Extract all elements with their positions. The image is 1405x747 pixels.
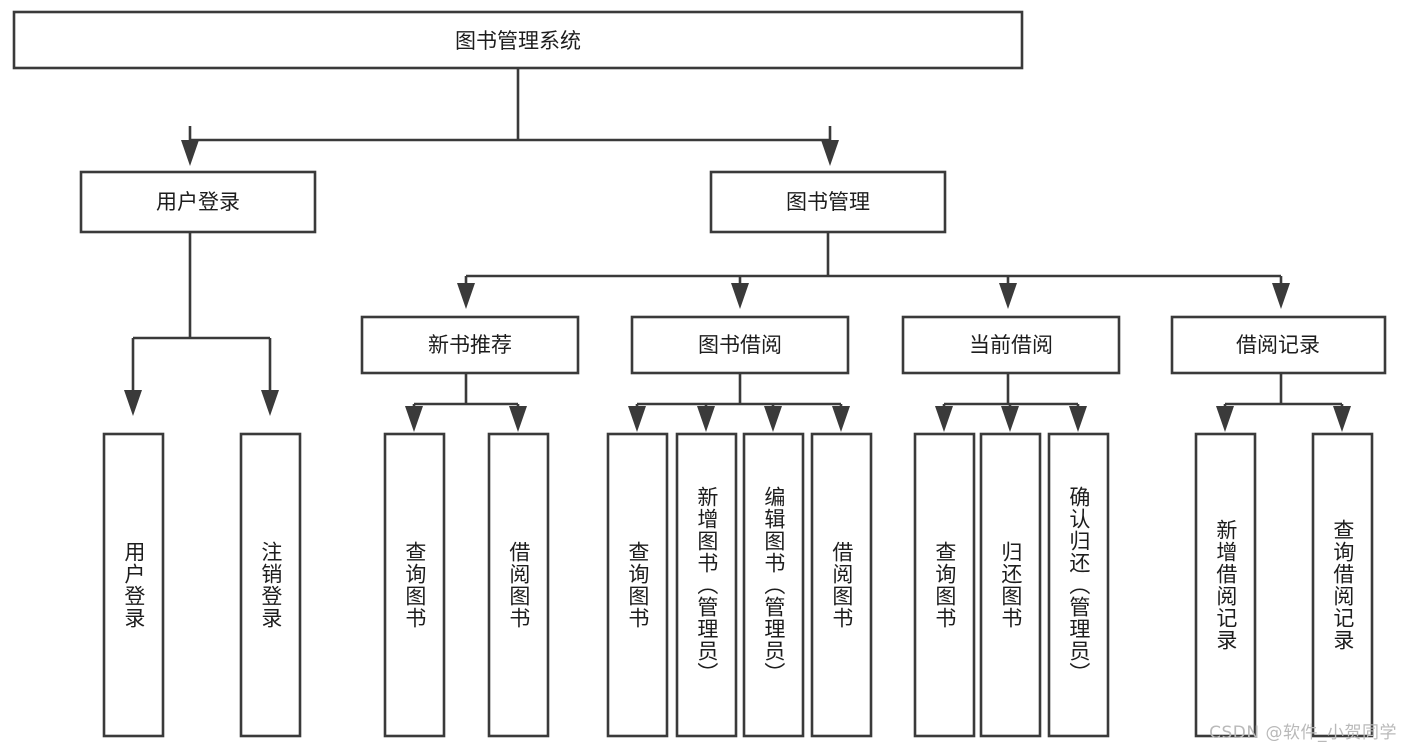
leaf-new-book-borrow[interactable] [487,432,550,738]
leaf-book-borrow-borrow[interactable] [810,432,873,738]
leaf-book-borrow-add[interactable] [675,432,738,738]
arrowhead-icon [628,406,646,432]
leaf-current-borrow-confirm[interactable] [1047,432,1110,738]
leaf-book-borrow-query[interactable] [606,432,669,738]
arrowhead-icon [731,283,749,309]
node-borrow-record[interactable]: 借阅记录 [1170,315,1387,375]
arrowhead-icon [124,390,142,416]
node-new-book-recommend-label: 新书推荐 [428,333,512,357]
arrowhead-icon [1272,283,1290,309]
leaf-book-borrow-edit[interactable] [742,432,805,738]
node-user-login-label: 用户登录 [156,190,240,214]
leaf-user-login-logout[interactable] [239,432,302,738]
leaf-borrow-record-add[interactable] [1194,432,1257,738]
connector-bookborrow-to-leaves [628,372,850,432]
node-current-borrow[interactable]: 当前借阅 [901,315,1121,375]
node-user-login[interactable]: 用户登录 [79,170,317,234]
connector-bookmgmt-to-level2 [457,232,1290,309]
node-root-label: 图书管理系统 [455,29,581,53]
node-book-management-label: 图书管理 [786,190,870,214]
connector-currentborrow-to-leaves [935,372,1087,432]
arrowhead-icon [999,283,1017,309]
node-new-book-recommend[interactable]: 新书推荐 [360,315,580,375]
leaf-new-book-query[interactable] [383,432,446,738]
arrowhead-icon [1001,406,1019,432]
node-root[interactable]: 图书管理系统 [12,10,1024,70]
arrowhead-icon [764,406,782,432]
leaf-current-borrow-query[interactable] [913,432,976,738]
connector-borrowrecord-to-leaves [1216,372,1351,432]
node-current-borrow-label: 当前借阅 [969,333,1053,357]
leaf-current-borrow-return[interactable] [979,432,1042,738]
connector-root-to-level1 [181,68,839,166]
arrowhead-icon [935,406,953,432]
arrowhead-icon [697,406,715,432]
connector-userlogin-to-leaves [124,232,279,416]
arrowhead-icon [405,406,423,432]
watermark: CSDN @软件_小贺同学 [1209,723,1397,743]
arrowhead-icon [832,406,850,432]
node-borrow-record-label: 借阅记录 [1236,333,1320,357]
arrowhead-icon [1333,406,1351,432]
arrowhead-icon [821,140,839,166]
arrowhead-icon [1069,406,1087,432]
node-book-borrow[interactable]: 图书借阅 [630,315,850,375]
leaf-user-login-login[interactable] [102,432,165,738]
arrowhead-icon [1216,406,1234,432]
arrowhead-icon [509,406,527,432]
arrowhead-icon [181,140,199,166]
arrowhead-icon [457,283,475,309]
leaf-borrow-record-query[interactable] [1311,432,1374,738]
node-book-borrow-label: 图书借阅 [698,333,782,357]
arrowhead-icon [261,390,279,416]
node-book-management[interactable]: 图书管理 [709,170,947,234]
connector-newbook-to-leaves [405,372,527,432]
